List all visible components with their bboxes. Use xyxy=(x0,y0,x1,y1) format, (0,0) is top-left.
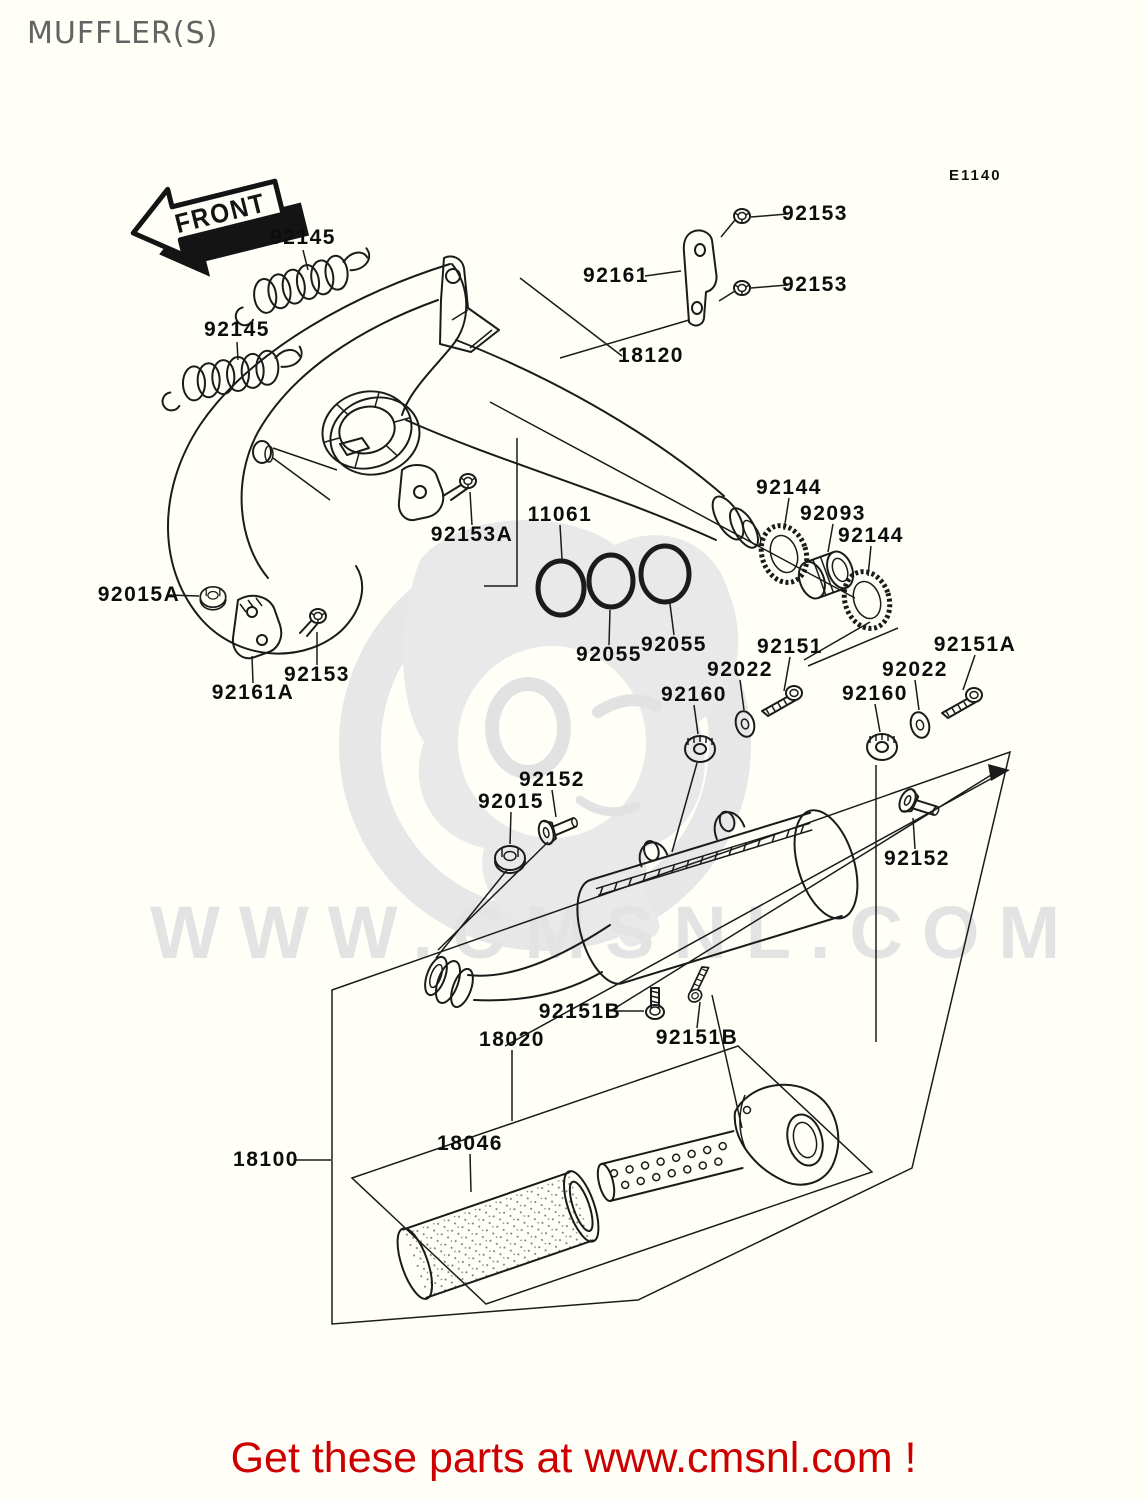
part-label-92153-21: 92153 xyxy=(284,663,350,686)
footer-cta-link[interactable]: Get these parts at www.cmsnl.com ! xyxy=(230,1434,917,1482)
part-label-92055-12: 92055 xyxy=(576,643,642,666)
part-label-92161-3: 92161 xyxy=(583,264,649,287)
part-label-18046-28: 18046 xyxy=(437,1132,503,1155)
part-label-18120-5: 18120 xyxy=(618,344,684,367)
expansion-chamber-drawing xyxy=(167,255,762,655)
part-label-92144-8: 92144 xyxy=(838,524,904,547)
part-label-92153-2: 92153 xyxy=(782,202,848,225)
bracket-92161-drawing xyxy=(559,208,751,359)
watermark-url-text: WWW.CMSNL.COM xyxy=(150,891,1060,974)
part-label-92015a-11: 92015A xyxy=(97,583,181,606)
assembly-box-18100 xyxy=(331,750,1012,1325)
part-label-92153-4: 92153 xyxy=(782,273,848,296)
part-label-92151b-26: 92151B xyxy=(655,1026,739,1049)
part-label-92145-1: 92145 xyxy=(204,318,270,341)
part-label-92160-16: 92160 xyxy=(661,683,727,706)
spring-92145-left xyxy=(155,340,309,414)
o-rings-drawing xyxy=(484,438,692,618)
part-label-92152-22: 92152 xyxy=(519,768,585,791)
part-label-11061-9: 11061 xyxy=(527,503,593,526)
left-lower-hardware xyxy=(199,585,327,660)
part-label-92022-18: 92022 xyxy=(882,658,948,681)
diagram-code: E1140 xyxy=(949,167,1002,184)
part-label-92055-13: 92055 xyxy=(641,633,707,656)
part-label-92145-0: 92145 xyxy=(270,226,336,249)
bracket-92153a-drawing xyxy=(397,464,477,522)
part-label-92093-7: 92093 xyxy=(800,502,866,525)
silencer-body-drawing xyxy=(424,809,859,1009)
silencer-internals-drawing xyxy=(396,1083,840,1300)
part-label-92022-15: 92022 xyxy=(707,658,773,681)
cmsnl-watermark: WWW.CMSNL.COM xyxy=(150,519,1060,974)
leader-lines xyxy=(167,213,1010,1193)
part-label-92152-24: 92152 xyxy=(884,847,950,870)
part-label-92151a-17: 92151A xyxy=(933,633,1017,656)
part-label-92151-14: 92151 xyxy=(757,635,823,658)
gasket-collar-drawing xyxy=(489,401,898,667)
part-label-18020-27: 18020 xyxy=(479,1028,545,1051)
part-label-92144-6: 92144 xyxy=(756,476,822,499)
page-title: MUFFLER(S) xyxy=(27,16,219,51)
part-label-92153a-10: 92153A xyxy=(430,523,514,546)
part-label-92160-19: 92160 xyxy=(842,682,908,705)
part-label-92151b-25: 92151B xyxy=(538,1000,622,1023)
spring-92145-top xyxy=(225,242,380,329)
part-label-18100-29: 18100 xyxy=(233,1148,299,1171)
part-label-92161a-20: 92161A xyxy=(211,681,295,704)
part-label-92015-23: 92015 xyxy=(478,790,544,813)
